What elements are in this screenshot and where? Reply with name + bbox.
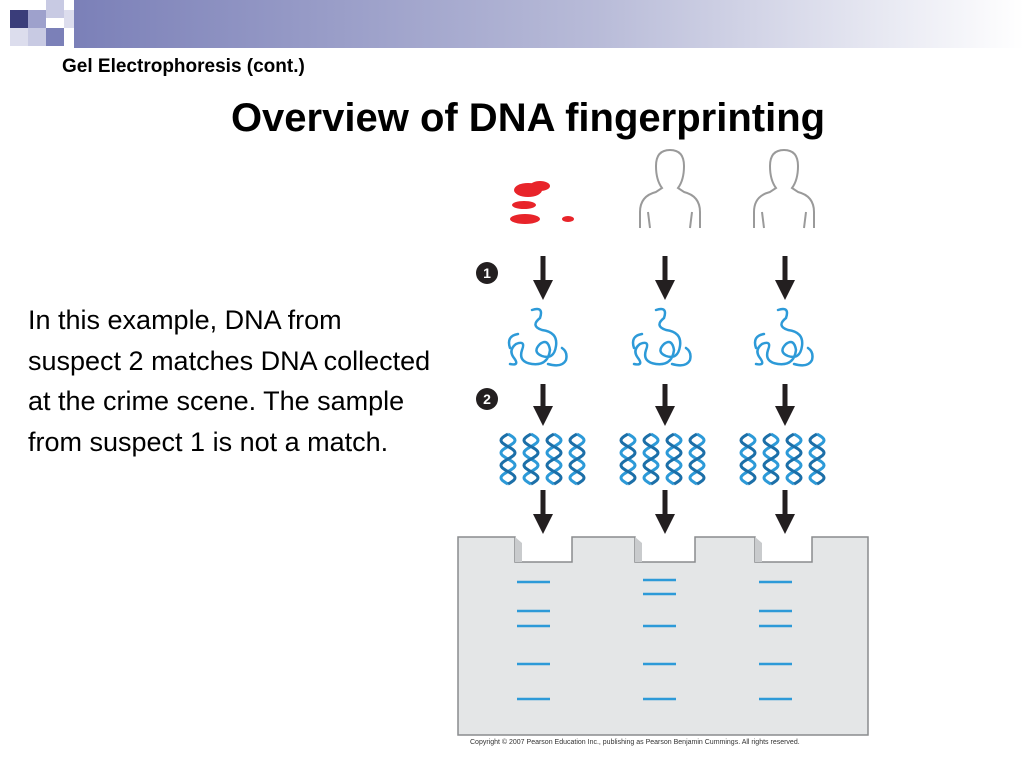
step-2-badge: 2 xyxy=(476,388,498,410)
dna-helix-icon xyxy=(545,432,563,486)
dna-helix-icon xyxy=(688,432,706,486)
copyright-notice: Copyright © 2007 Pearson Education Inc.,… xyxy=(470,739,800,746)
dna-helix-icon xyxy=(665,432,683,486)
step-1-badge: 1 xyxy=(476,262,498,284)
dna-helix-icon xyxy=(642,432,660,486)
header-square xyxy=(28,10,46,28)
header-square xyxy=(28,28,46,46)
dna-coil-icon xyxy=(631,307,692,367)
dna-helix-icon xyxy=(762,432,780,486)
dna-helix-icon xyxy=(522,432,540,486)
blood-sample-icon xyxy=(510,181,574,224)
dna-coil-icon xyxy=(753,307,814,367)
dna-helix-icon xyxy=(785,432,803,486)
header-square xyxy=(64,10,74,28)
dna-coil-icon xyxy=(507,307,568,367)
dna-fingerprinting-diagram: 1 2 3 xyxy=(457,148,869,736)
slide-title: Overview of DNA fingerprinting xyxy=(230,96,826,140)
gel-slab xyxy=(457,536,869,736)
dna-helix-icon xyxy=(739,432,757,486)
header-square xyxy=(10,28,28,46)
slide-body-text: In this example, DNA from suspect 2 matc… xyxy=(28,305,431,457)
svg-text:1: 1 xyxy=(483,265,491,281)
header-square xyxy=(46,0,64,18)
dna-helix-icon xyxy=(499,432,517,486)
suspect-1-icon xyxy=(639,148,701,229)
header-square xyxy=(10,10,28,28)
slide-subtitle: Gel Electrophoresis (cont.) xyxy=(62,56,305,77)
dna-helix-icon xyxy=(808,432,826,486)
suspect-2-icon xyxy=(753,148,815,229)
dna-helix-icon xyxy=(568,432,586,486)
header-gradient-bar xyxy=(74,0,1024,48)
svg-text:2: 2 xyxy=(483,391,491,407)
dna-helix-icon xyxy=(619,432,637,486)
header-square xyxy=(46,28,64,46)
